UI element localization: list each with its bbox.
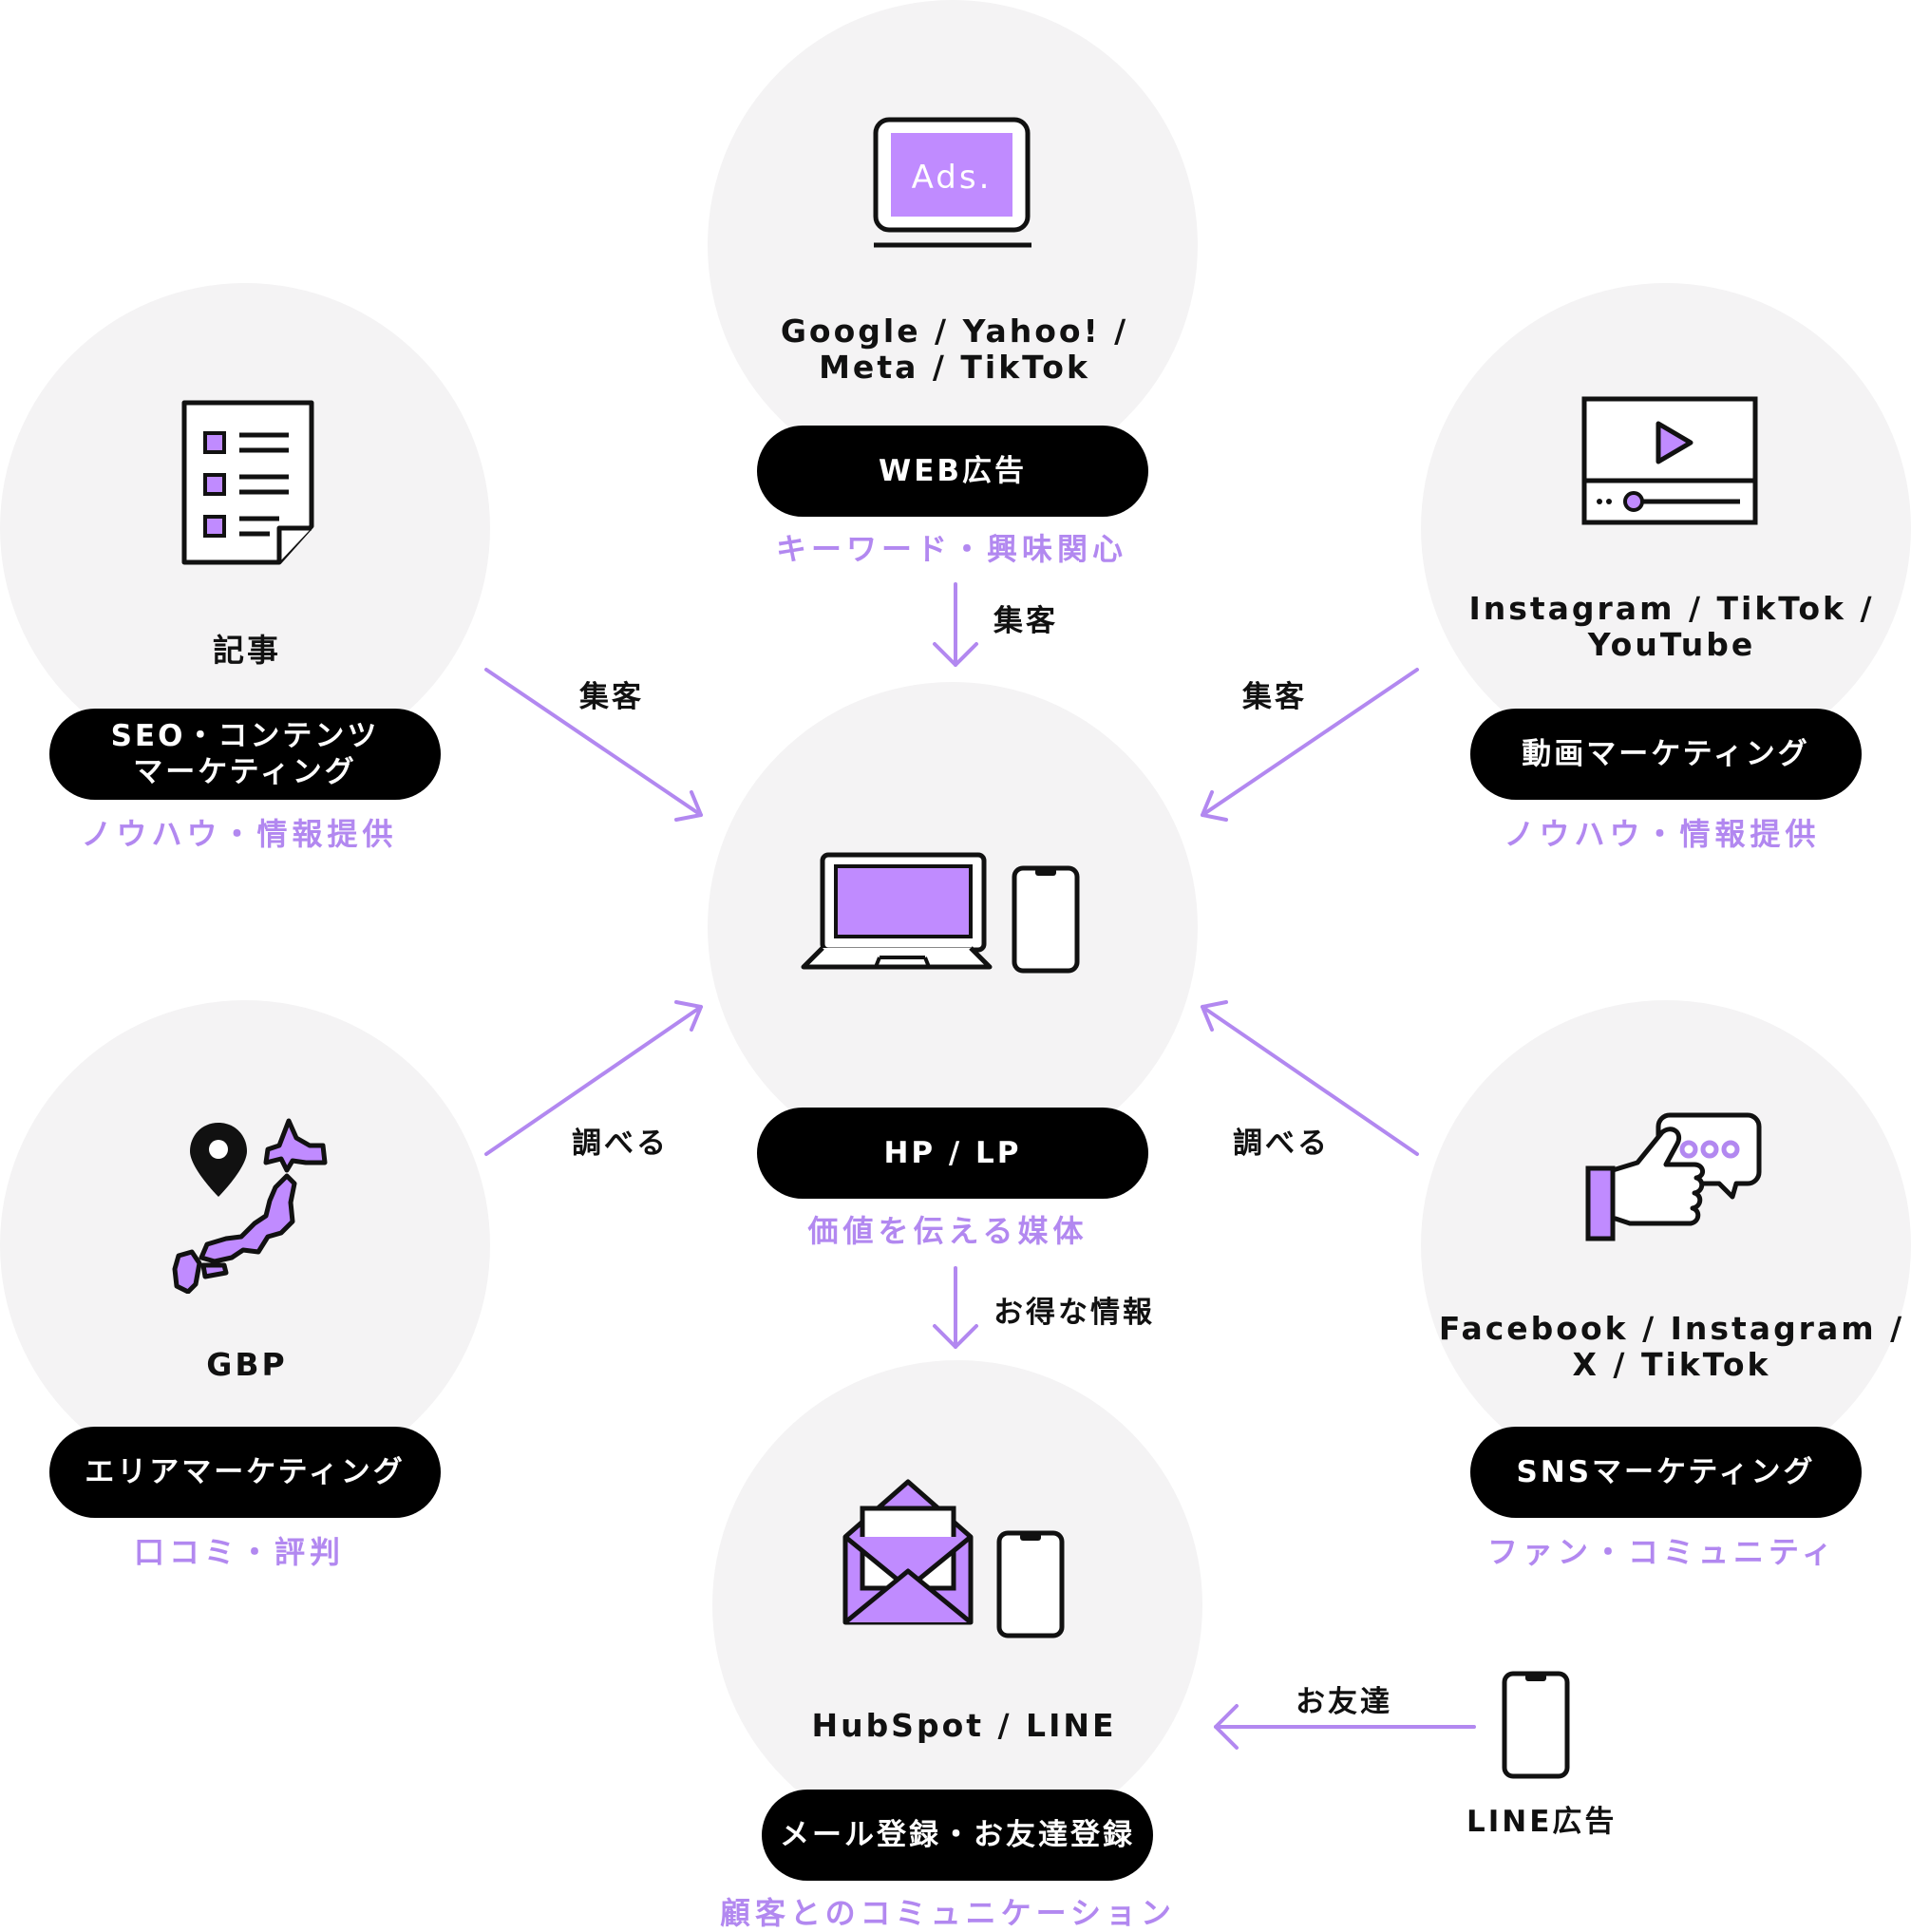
left-bottom-pill: エリアマーケティング: [49, 1427, 441, 1518]
map-pin-icon: [190, 1123, 247, 1197]
envelope-icon: [842, 1479, 974, 1625]
top-desc: キーワード・興味関心: [775, 531, 1127, 567]
bottom-platforms: HubSpot / LINE: [811, 1707, 1117, 1744]
japan-map-shape: [172, 1118, 328, 1294]
bottom-flow-label: お得な情報: [993, 1296, 1155, 1330]
top-platforms: Google / Yahoo! / Meta / TikTok: [780, 313, 1129, 386]
left-bottom-desc: 口コミ・評判: [133, 1534, 345, 1570]
right-bottom-desc: ファン・コミュニティ: [1486, 1534, 1838, 1570]
arrow-left-bottom-to-center: [484, 1000, 703, 1156]
phone-icon: [996, 1530, 1065, 1638]
right-top-pill: 動画マーケティング: [1470, 709, 1862, 800]
line-ad-label: LINE広告: [1466, 1805, 1618, 1839]
left-top-pill: SEO・コンテンツ マーケティング: [49, 709, 441, 800]
center-desc: 価値を伝える媒体: [807, 1213, 1088, 1249]
right-top-platforms: Instagram / TikTok / YouTube: [1468, 590, 1875, 663]
arrow-line-ad-to-bottom: [1214, 1704, 1476, 1750]
smartphone-icon: [1502, 1671, 1570, 1779]
thumbs-up-hand: [1585, 1127, 1705, 1241]
left-top-desc: ノウハウ・情報提供: [81, 816, 398, 852]
left-top-flow-label: 集客: [579, 680, 644, 714]
thumbs-up-chat-icon: [1585, 1112, 1762, 1241]
top-pill: WEB広告: [757, 426, 1148, 517]
arrow-center-to-bottom: [933, 1266, 978, 1349]
circle-right-top: [1421, 283, 1911, 773]
right-top-flow-label: 集客: [1242, 680, 1307, 714]
ads-monitor-icon: Ads.: [873, 117, 1031, 248]
checklist-document-icon: [181, 400, 314, 565]
japan-map-pin-icon: [172, 1118, 328, 1294]
arrow-right-bottom-to-center: [1201, 1000, 1419, 1156]
right-top-desc: ノウハウ・情報提供: [1504, 816, 1821, 852]
right-bottom-flow-label: 調べる: [1233, 1127, 1330, 1161]
right-bottom-platforms: Facebook / Instagram / X / TikTok: [1438, 1310, 1905, 1383]
mail-and-smartphone-icon: [842, 1479, 1065, 1638]
center-pill: HP / LP: [757, 1108, 1148, 1199]
arrow-top-to-center: [933, 582, 978, 667]
circle-right-bottom: [1421, 1000, 1911, 1490]
left-top-platforms: 記事: [213, 632, 281, 669]
top-flow-label: 集客: [993, 604, 1058, 638]
bottom-pill: メール登録・お友達登録: [762, 1790, 1153, 1881]
bottom-desc: 顧客とのコミュニケーション: [719, 1895, 1177, 1931]
video-player-icon: [1581, 396, 1758, 525]
right-bottom-pill: SNSマーケティング: [1470, 1427, 1862, 1518]
left-bottom-flow-label: 調べる: [572, 1127, 669, 1161]
laptop-and-smartphone-icon: [801, 852, 1080, 974]
arrow-left-top-to-center: [484, 668, 703, 822]
left-bottom-platforms: GBP: [206, 1346, 288, 1383]
line-ad-flow-label: お友達: [1296, 1685, 1392, 1719]
arrow-right-top-to-center: [1201, 668, 1419, 822]
ads-label: Ads.: [912, 159, 993, 197]
